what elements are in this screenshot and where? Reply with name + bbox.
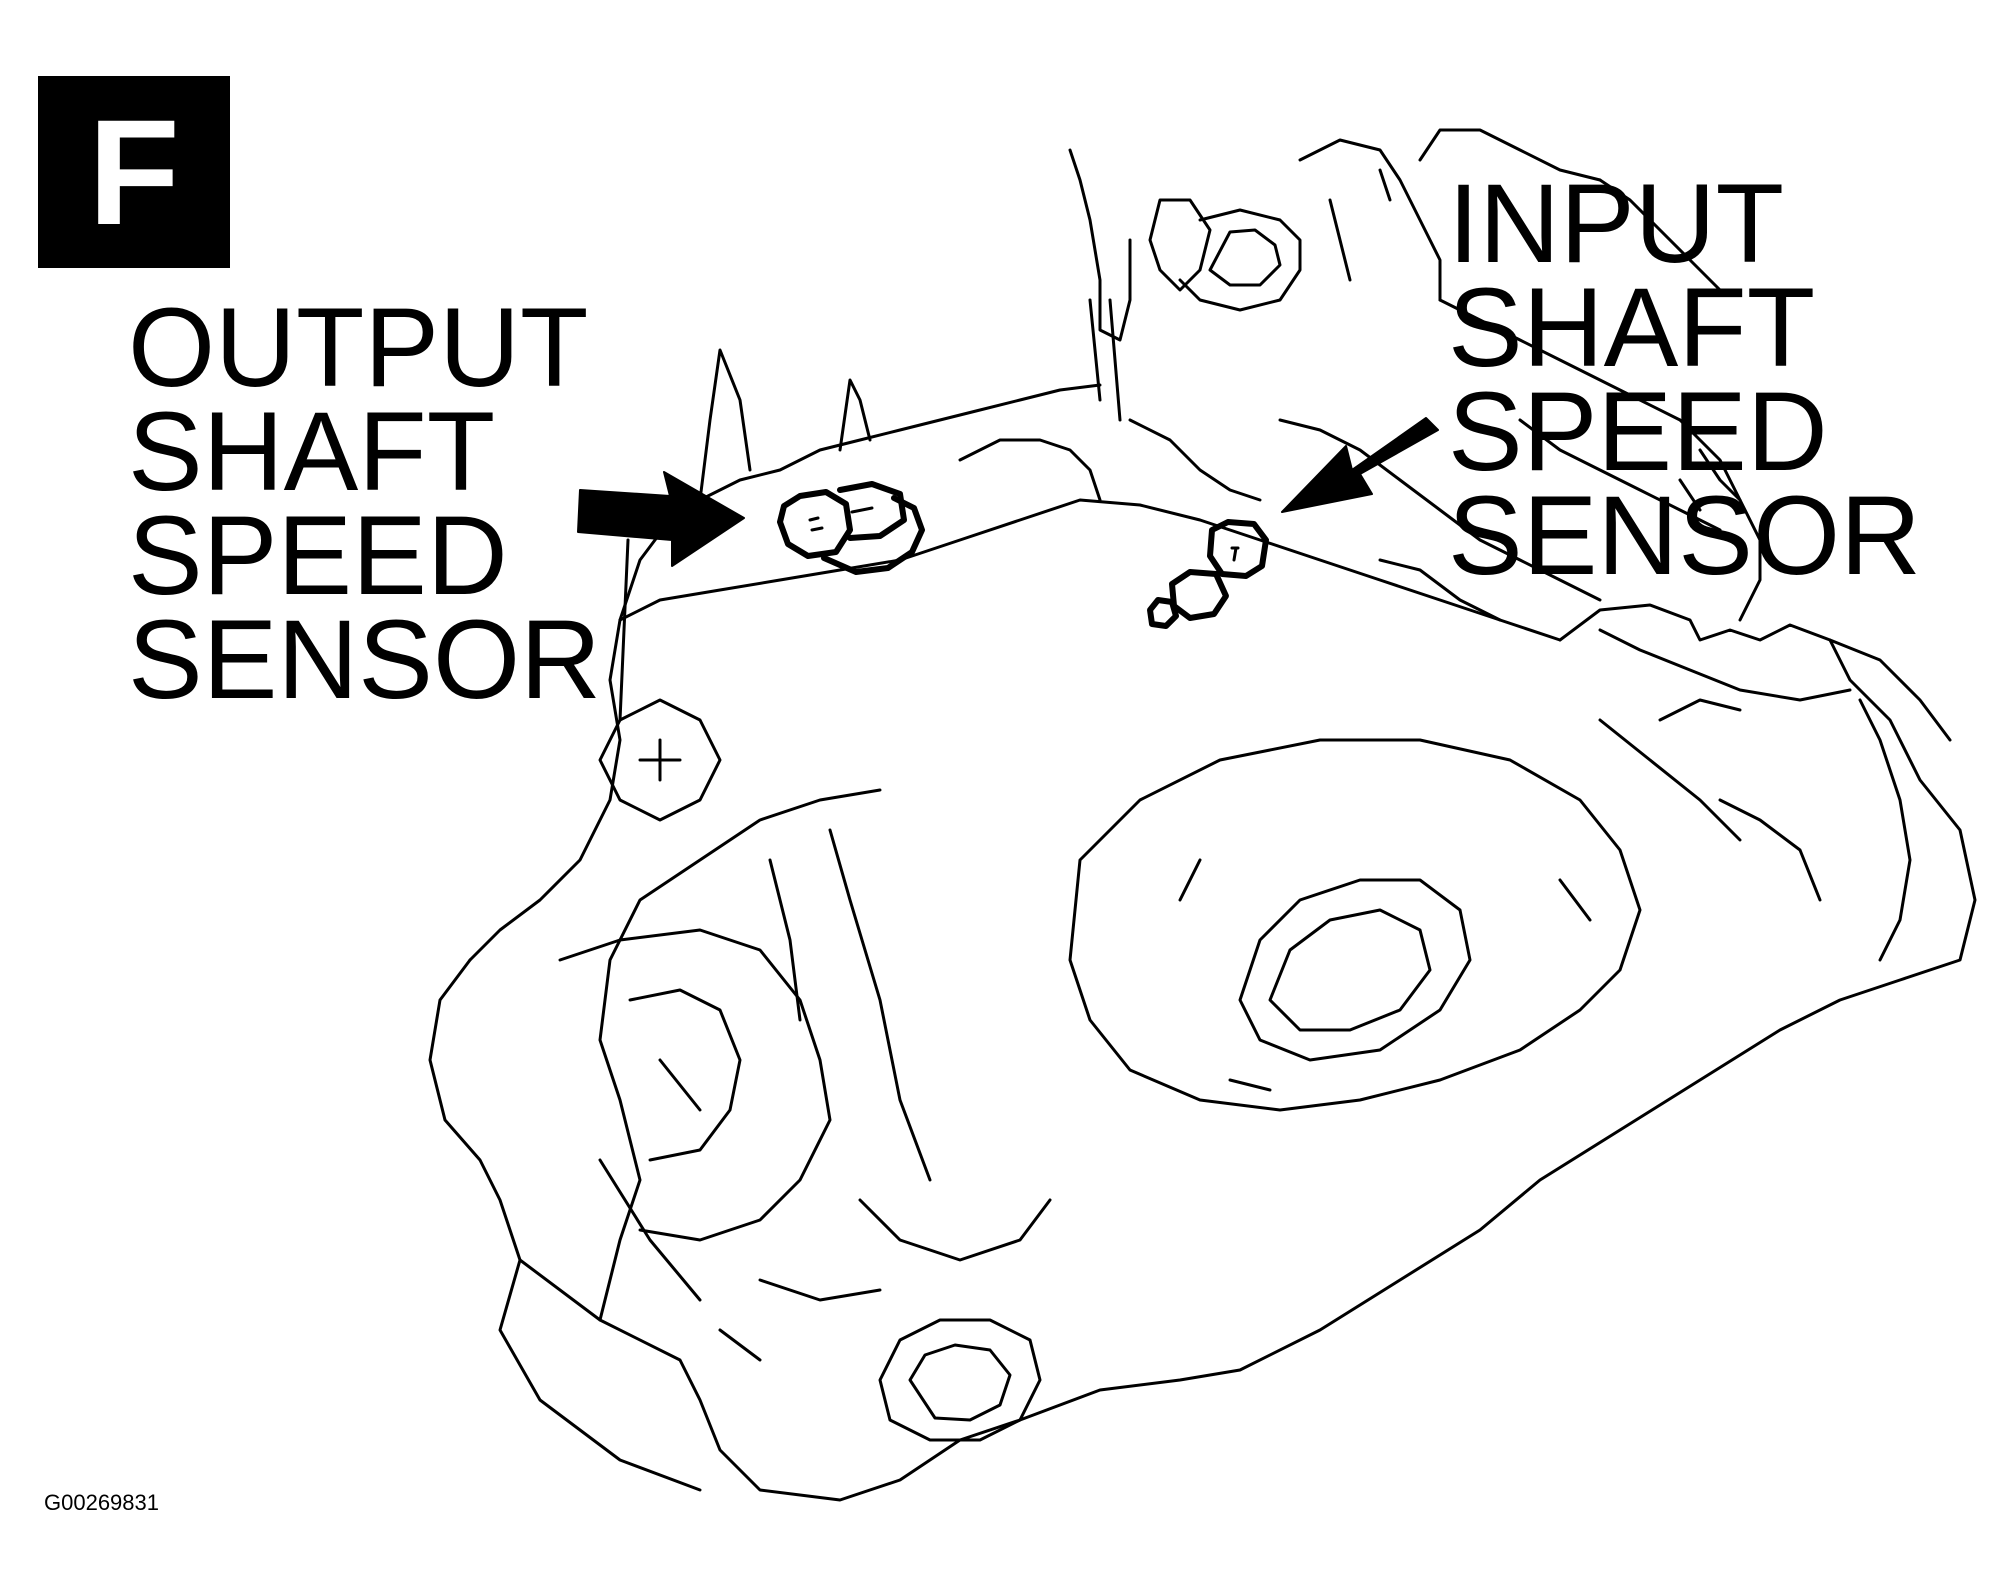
label-line: INPUT	[1448, 161, 1784, 286]
output-sensor-arrow	[577, 471, 745, 722]
arrow-down-left-icon	[1281, 417, 1439, 513]
label-line: SPEED	[1448, 369, 1828, 494]
label-line: OUTPUT	[128, 285, 589, 410]
input-shaft-speed-sensor-label: INPUT SHAFT SPEED SENSOR	[1448, 161, 1921, 598]
arrow-right-icon	[577, 471, 745, 567]
axle-opening	[878, 1318, 1042, 1442]
left-bracket	[598, 698, 722, 822]
label-line: SPEED	[128, 493, 508, 618]
label-line: SHAFT	[128, 389, 496, 514]
label-line: SENSOR	[128, 597, 601, 722]
upper-case	[618, 128, 1952, 962]
left-housing-ribs	[558, 828, 1052, 1362]
output-shaft-speed-sensor-label: OUTPUT SHAFT SPEED SENSOR	[128, 285, 601, 722]
label-line: SHAFT	[1448, 265, 1816, 390]
input-shaft-speed-sensor	[1147, 519, 1269, 629]
label-line: SENSOR	[1448, 473, 1921, 598]
figure-id: G00269831	[44, 1490, 159, 1515]
bell-housing	[1068, 738, 1642, 1112]
panel-letter-badge: F	[38, 76, 230, 268]
transaxle-housing	[428, 498, 1977, 1502]
output-shaft-speed-sensor	[777, 481, 925, 575]
input-sensor-arrow	[1281, 417, 1439, 513]
panel-letter: F	[88, 88, 180, 256]
